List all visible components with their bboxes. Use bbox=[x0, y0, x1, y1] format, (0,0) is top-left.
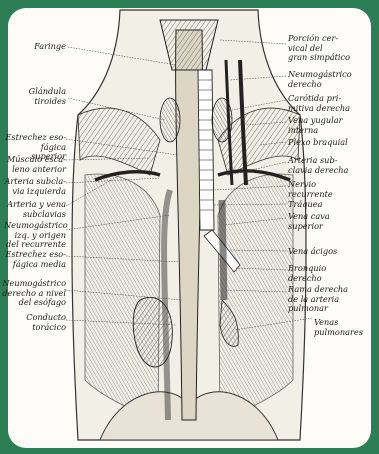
vena-cava bbox=[222, 200, 224, 300]
label-plexo-braquial: Plexo braquial bbox=[288, 138, 368, 148]
label-faringe: Faringe bbox=[8, 42, 66, 52]
label-traquea: Tráquea bbox=[288, 200, 368, 210]
label-glandula-tiroides: Glándula tiroides bbox=[8, 87, 66, 106]
label-neumogastrico-derecho: Neumogástrico derecho bbox=[288, 70, 368, 89]
label-vena-yugular-interna: Vena yugular interna bbox=[288, 116, 368, 135]
right-lung bbox=[218, 174, 293, 420]
label-arteria-vena-subclavias: Arteria y vena subclavias bbox=[4, 200, 66, 219]
thyroid bbox=[160, 98, 180, 142]
label-vena-cava-superior: Vena cava superior bbox=[288, 212, 368, 231]
label-nervio-recurrente: Nervio recurrente bbox=[288, 180, 368, 199]
label-musculo-escaleno-anterior: Músculo esca- leno anterior bbox=[4, 155, 66, 174]
label-carotida-primitiva-derecha: Carótida pri- mitiva derecha bbox=[288, 94, 368, 113]
label-venas-pulmonares: Venas pulmonares bbox=[314, 318, 370, 337]
label-arteria-subclavia-izquierda: Arteria subcla- via izquierda bbox=[4, 177, 66, 196]
label-neumogastrico-izq-recurrente: Neumogástrico izq. y origen del recurren… bbox=[4, 221, 66, 250]
label-porcion-cervical-simpatico: Porción cer- vical del gran simpático bbox=[288, 34, 368, 63]
label-neumogastrico-derecho-esofago: Neumogástrico derecho a nivel del esófag… bbox=[2, 279, 66, 308]
label-vena-acigos: Vena ácigos bbox=[288, 247, 368, 257]
label-conducto-toracico: Conducto torácico bbox=[8, 313, 66, 332]
label-estrechez-esofagica-media: Estrechez eso- fágica media bbox=[4, 250, 66, 269]
label-rama-derecha-arteria-pulmonar: Rama derecha de la arteria pulmonar bbox=[288, 285, 368, 314]
label-bronquio-derecho: Bronquio derecho bbox=[288, 264, 368, 283]
label-arteria-subclavia-derecha: Arteria sub- clavia derecha bbox=[288, 156, 368, 175]
